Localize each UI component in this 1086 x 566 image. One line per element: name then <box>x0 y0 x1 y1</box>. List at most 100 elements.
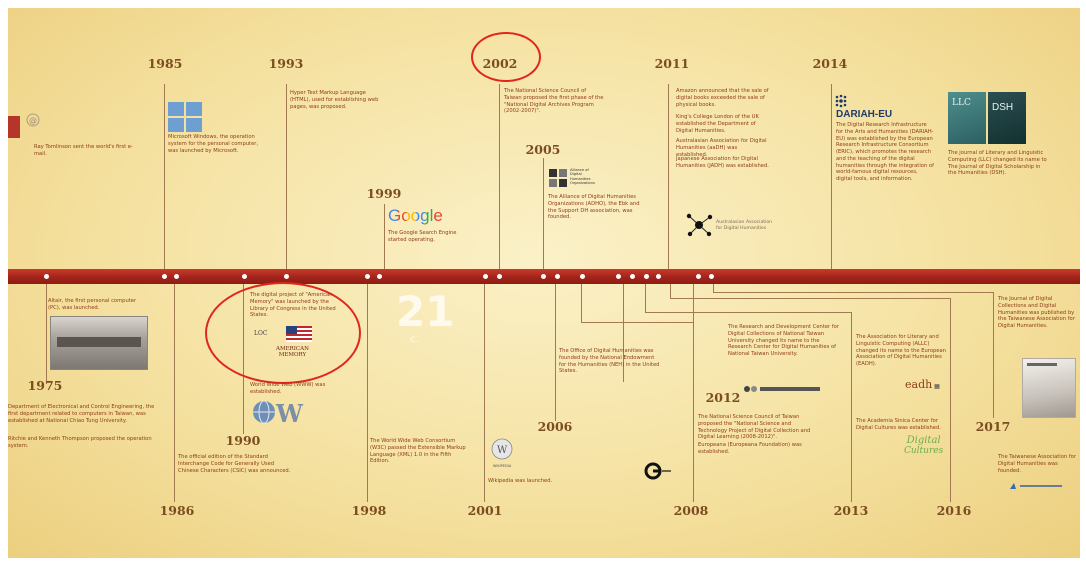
connector-2014 <box>831 84 832 270</box>
svg-text:W: W <box>497 445 508 456</box>
event-2017: The Taiwanese Association for Digital Hu… <box>998 454 1076 474</box>
email-icon: @ <box>26 112 40 127</box>
europeana-logo <box>644 462 672 480</box>
year-2005: 2005 <box>525 142 561 157</box>
year-2012: 2012 <box>705 390 741 405</box>
event-2001: Wikipedia was launched. <box>488 478 553 484</box>
connector-2017-branch <box>713 284 714 292</box>
century-watermark: 21 c. <box>396 290 456 360</box>
connector-2005 <box>543 158 544 270</box>
year-1986: 1986 <box>159 503 195 518</box>
google-logo: Google <box>388 206 443 225</box>
event-1990-american-memory: The digital project of "American Memory"… <box>250 292 336 319</box>
timeline-dot <box>540 274 546 279</box>
connector-1999 <box>384 204 385 270</box>
timeline-dot <box>283 274 289 279</box>
timeline-dot <box>695 274 701 279</box>
library-of-congress-logo: LOC <box>254 330 268 337</box>
connector-1985 <box>164 84 165 270</box>
event-2013-eadh: The Association for Literary and Linguis… <box>856 334 946 367</box>
event-1990-csic: The official edition of the Standard Int… <box>178 454 291 474</box>
email-photo <box>8 116 20 138</box>
event-2002: The National Science Council of Taiwan p… <box>504 88 604 115</box>
timeline-dot <box>554 274 560 279</box>
event-2011-jadh: Japanese Association for Digital Humanit… <box>676 156 769 169</box>
year-2014: 2014 <box>812 56 848 71</box>
connector-2006 <box>555 284 556 421</box>
year-2008: 2008 <box>673 503 709 518</box>
timeline-dot <box>43 274 49 279</box>
svg-text:W: W <box>275 399 304 426</box>
year-1993: 1993 <box>268 56 304 71</box>
timeline-dot <box>482 274 488 279</box>
dsh-journal-cover: DSH <box>988 92 1026 144</box>
connector-2013-h <box>645 312 851 313</box>
year-2006: 2006 <box>537 419 573 434</box>
highlight-ring-2002 <box>471 32 541 82</box>
event-2011-amazon: Amazon announced that the sale of digita… <box>676 88 769 108</box>
event-2014-dsh: The journal of Literary and Linguistic C… <box>948 150 1047 177</box>
event-2006: The Office of Digital Humanities was fou… <box>559 348 660 375</box>
connector-2008 <box>693 284 694 502</box>
timeline-dot <box>579 274 585 279</box>
connector-2017 <box>993 292 994 418</box>
event-1993: Hyper Text Markup Language (HTML), used … <box>290 90 379 110</box>
event-2011-aadh: Australasian Association for Digital Hum… <box>676 138 767 158</box>
connector-2012-h <box>581 322 693 323</box>
timeline-dot <box>655 274 661 279</box>
connector-2016-branch <box>670 284 671 298</box>
event-1986: Department of Electronical and Control E… <box>8 404 155 424</box>
year-1985: 1985 <box>147 56 183 71</box>
year-2017: 2017 <box>975 419 1011 434</box>
windows-logo <box>168 102 202 132</box>
timeline-dot <box>629 274 635 279</box>
year-1975: 1975 <box>27 378 63 393</box>
timeline-dot <box>496 274 502 279</box>
connector-2013 <box>851 312 852 502</box>
digital-cultures-logo: Digital Cultures <box>904 435 944 457</box>
event-2008-taiwan: The National Science Council of Taiwan p… <box>698 414 811 441</box>
timeline-dot <box>364 274 370 279</box>
timeline-dot <box>643 274 649 279</box>
connector-1975 <box>46 284 47 381</box>
connector-2016 <box>950 298 951 502</box>
event-1975: Altair, the first personal computer (PC)… <box>48 298 137 311</box>
www-logo: W <box>250 398 320 428</box>
year-1999: 1999 <box>366 186 402 201</box>
timeline-canvas: 21 c. 1985 1993 2002 2011 2014 2005 1999… <box>8 8 1080 558</box>
connector-2002 <box>499 84 500 270</box>
timeline-dot <box>173 274 179 279</box>
altair-computer-photo <box>50 316 148 370</box>
timeline-dot <box>708 274 714 279</box>
connector-2012-branch <box>581 284 582 322</box>
event-1985: Microsoft Windows, the operation system … <box>168 134 259 154</box>
connector-2017-h <box>713 292 993 293</box>
tadh-logo <box>1008 476 1064 489</box>
event-1983: Ray Tomlinson sent the world's first e-m… <box>34 144 133 157</box>
connector-2016-h <box>670 298 950 299</box>
dariah-logo: DARIAH-EU <box>834 94 906 120</box>
llc-journal-cover: LLC <box>948 92 986 144</box>
connector-2011 <box>668 84 669 270</box>
wikipedia-logo: W WIKIPEDIA <box>488 438 516 472</box>
ntu-digital-humanities-logo <box>744 378 822 392</box>
connector-1993 <box>286 84 287 270</box>
svg-text:@: @ <box>29 116 37 125</box>
event-2016: The Journal of Digital Collections and D… <box>998 296 1075 329</box>
aadh-logo <box>684 212 714 238</box>
watermark-21: 21 <box>396 287 455 336</box>
connector-2012 <box>623 284 624 382</box>
event-2008-europeana: Europeana (Europeana Foundation) was est… <box>698 442 802 455</box>
year-2016: 2016 <box>936 503 972 518</box>
year-2013: 2013 <box>833 503 869 518</box>
eadh-logo: eadh ▦ <box>905 378 940 391</box>
year-2011: 2011 <box>654 56 690 71</box>
event-1999: The Google Search Engine started operati… <box>388 230 457 243</box>
year-1998: 1998 <box>351 503 387 518</box>
timeline-dot <box>241 274 247 279</box>
us-flag-icon <box>286 326 312 342</box>
journal-cover-photo <box>1022 358 1076 418</box>
connector-1986 <box>174 284 175 502</box>
event-2013-digital-cultures: The Academia Sinica Center for Digital C… <box>856 418 941 431</box>
